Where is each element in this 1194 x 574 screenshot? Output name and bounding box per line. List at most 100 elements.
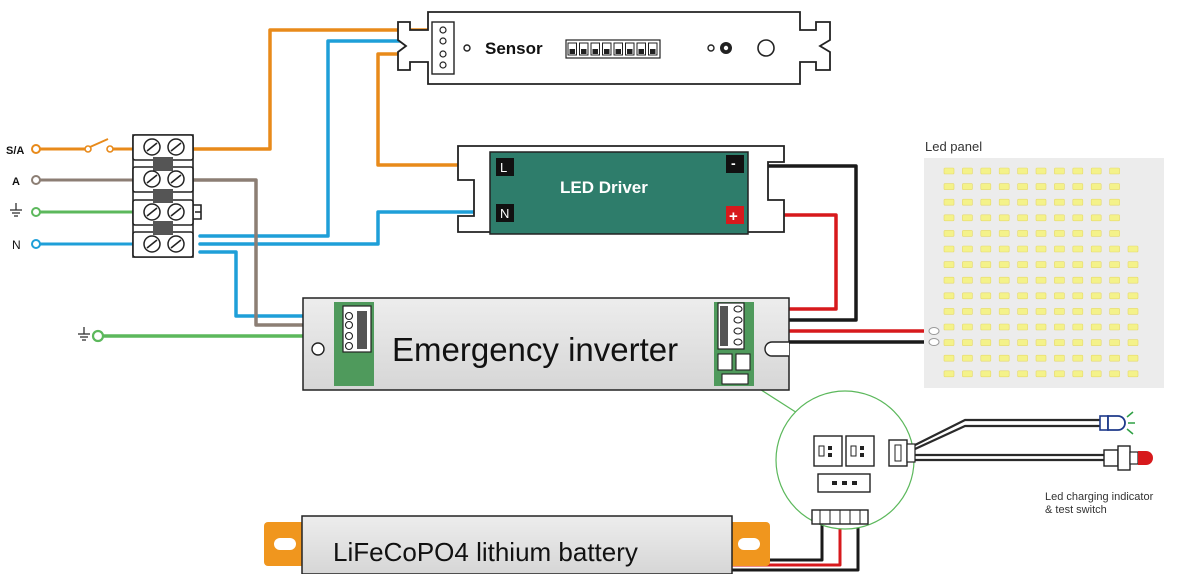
led-chip [962, 292, 973, 300]
sensor-indicator-dot [463, 44, 471, 52]
led-chip [1072, 354, 1084, 362]
led-chip [1072, 183, 1084, 190]
led-chip [1072, 198, 1084, 206]
led-chip [1109, 339, 1120, 346]
led-chip [1054, 198, 1065, 206]
led-chip [1109, 214, 1120, 222]
inverter-earth-symbol-icon [78, 327, 105, 343]
led-chip [980, 261, 992, 268]
wire-neutral-to-sensor [198, 39, 440, 238]
led-chip [1072, 230, 1084, 237]
led-chip [943, 230, 955, 237]
inverter-title: Emergency inverter [392, 331, 678, 368]
led-chip [962, 339, 973, 346]
led-chip [1109, 183, 1120, 190]
led-chip [943, 323, 955, 331]
led-chip [1054, 261, 1065, 268]
led-chip [1072, 339, 1084, 346]
dip-switch-knob [627, 49, 633, 54]
led-chip [1035, 167, 1047, 175]
led-chip [1054, 308, 1065, 315]
led-chip [943, 308, 955, 315]
callout-socket-left [813, 435, 843, 467]
led-chip [1109, 167, 1120, 175]
led-chip [980, 167, 992, 175]
led-chip [998, 261, 1010, 268]
led-chip [962, 198, 973, 206]
led-chip [1127, 292, 1139, 300]
led-chip [943, 167, 955, 175]
led-chip [998, 292, 1010, 300]
led-chip [1109, 354, 1120, 362]
led-panel-label: Led panel [925, 139, 982, 154]
led-chip [1072, 261, 1084, 268]
dip-switch-bank [565, 39, 661, 59]
led-chip [1017, 198, 1028, 206]
led-chip [962, 370, 973, 378]
led-chip [1109, 292, 1120, 300]
dip-switch-knob [638, 49, 644, 54]
led-chip [962, 354, 973, 362]
driver-terminal-plus [726, 206, 744, 224]
led-chip [1127, 354, 1139, 362]
led-chip [1090, 167, 1102, 175]
led-chip [962, 323, 973, 331]
driver-body [489, 151, 749, 235]
led-chip [962, 261, 973, 268]
indicator-label-line1: Led charging indicator [1045, 491, 1154, 503]
led-chip [1035, 308, 1047, 315]
led-chip [1090, 183, 1102, 190]
led-chip [1072, 167, 1084, 175]
led-chip [1090, 230, 1102, 237]
driver-label-n: N [500, 206, 509, 221]
wire-indicator-led-2 [913, 424, 1102, 451]
sensor-terminal-strip [431, 21, 455, 75]
led-chip [998, 214, 1010, 222]
battery-plug [811, 509, 869, 525]
led-chip [1127, 276, 1139, 284]
led-chip [1090, 245, 1102, 253]
led-panel: Led panel [924, 139, 1164, 388]
led-chip [1090, 214, 1102, 222]
led-chip [1054, 323, 1065, 331]
terminal-dot-a [31, 175, 41, 185]
driver-label-l: L [500, 160, 507, 175]
led-chip [943, 198, 955, 206]
led-chip [980, 354, 992, 362]
led-chip [1109, 245, 1120, 253]
led-chip [980, 276, 992, 284]
led-chip [998, 230, 1010, 237]
led-chip [1109, 230, 1120, 237]
inverter-mount-slot-right [764, 341, 789, 357]
led-chip [998, 183, 1010, 190]
input-terminals: S/A A N [6, 134, 202, 258]
led-chip [980, 245, 992, 253]
led-chip [1072, 308, 1084, 315]
led-chip [1017, 183, 1028, 190]
charging-indicator-led-icon [1099, 411, 1135, 435]
battery-body [301, 515, 733, 574]
led-chip [943, 370, 955, 378]
led-chip-grid [943, 167, 1139, 378]
indicator-plug [888, 439, 916, 467]
led-chip [1035, 214, 1047, 222]
driver-label-plus: + [729, 208, 738, 225]
wire-driver-minus-to-inverter [741, 164, 858, 322]
connector-callout [775, 390, 916, 530]
led-chip [943, 261, 955, 268]
led-panel-input-pads [928, 327, 940, 346]
wall-switch-icon [84, 138, 114, 153]
led-chip [1035, 292, 1047, 300]
led-chip [980, 370, 992, 378]
terminal-dot-n [31, 239, 41, 249]
led-chip [1017, 354, 1028, 362]
led-chip [1035, 261, 1047, 268]
led-chip [943, 292, 955, 300]
driver-title: LED Driver [560, 178, 648, 197]
driver-terminal-n [496, 204, 514, 222]
led-chip [1017, 339, 1028, 346]
led-chip [1072, 276, 1084, 284]
battery-label: LiFeCoPO4 lithium battery [333, 537, 638, 567]
terminal-dot-sa [31, 144, 41, 154]
led-chip [1035, 230, 1047, 237]
